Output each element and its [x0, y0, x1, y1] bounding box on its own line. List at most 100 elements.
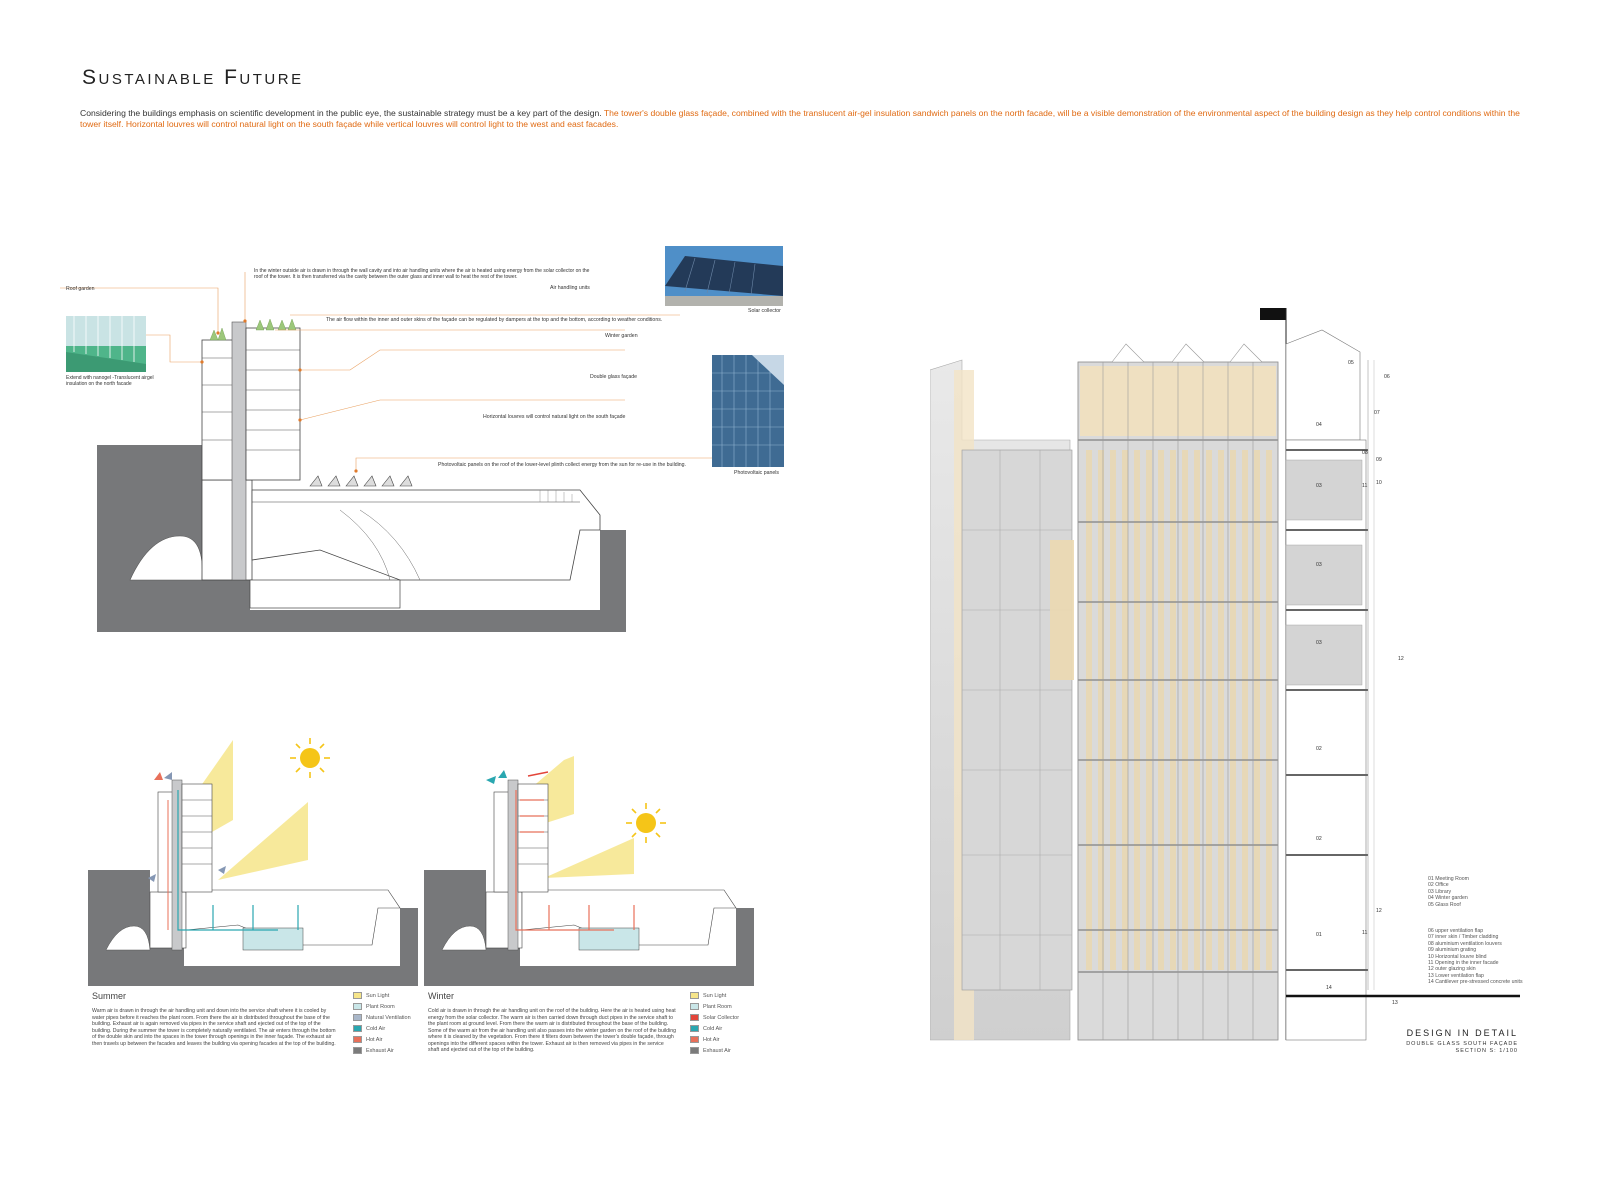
- vertical-louvre: [1206, 450, 1212, 970]
- main-section-drawing: [60, 272, 760, 632]
- vertical-louvre: [1110, 450, 1116, 970]
- floor-tag: 01: [1316, 932, 1322, 938]
- vertical-louvre: [1266, 450, 1272, 970]
- summer-text: Warm air is drawn in through the air han…: [92, 1008, 336, 1047]
- legend-item: Hot Air: [690, 1034, 739, 1045]
- summer-legend: Sun Light Plant Room Natural Ventilation…: [353, 990, 411, 1056]
- vertical-louvre: [1134, 450, 1140, 970]
- legend-swatch: [690, 1003, 699, 1010]
- legend-item: Plant Room: [690, 1001, 739, 1012]
- label-photovoltaic-panels: Photovoltaic panels: [734, 470, 779, 476]
- legend-swatch: [353, 1025, 362, 1032]
- floor-tag: 03: [1316, 640, 1322, 646]
- room-key-item: 01 Meeting Room: [1428, 876, 1469, 882]
- floor-tag: 03: [1316, 562, 1322, 568]
- legend-swatch: [353, 992, 362, 999]
- sun-icon: [290, 738, 330, 778]
- legend-item: Solar Collector: [690, 1012, 739, 1023]
- vertical-louvre: [1122, 450, 1128, 970]
- edge-tag: 09: [1376, 457, 1382, 463]
- legend-item: Exhaust Air: [690, 1045, 739, 1056]
- room-key-item: 02 Office: [1428, 882, 1449, 889]
- vertical-louvre: [1182, 450, 1188, 970]
- vertical-louvre: [1218, 450, 1224, 970]
- label-roof-garden: Roof garden: [66, 286, 95, 292]
- component-key-item: 09 aluminium grating: [1428, 947, 1477, 954]
- intro-paragraph: Considering the buildings emphasis on sc…: [80, 108, 1540, 130]
- intro-highlight: The tower's double glass façade, combine…: [80, 108, 1520, 129]
- component-key-item: 07 inner skin / Timber cladding: [1428, 934, 1499, 941]
- sun-icon: [626, 803, 666, 843]
- edge-tag: 12: [1398, 656, 1404, 662]
- detail-title: Design in Detail: [1406, 1028, 1518, 1038]
- vertical-louvre: [1254, 450, 1260, 970]
- legend-swatch: [690, 1014, 699, 1021]
- edge-tag: 07: [1374, 410, 1380, 416]
- component-key-item: 08 aluminium ventilation louvers: [1428, 940, 1502, 947]
- label-nanogel: Extend with nanogel -Translucent airgel …: [66, 375, 154, 387]
- label-double-glass: Double glass façade: [590, 374, 638, 380]
- legend-swatch: [353, 1014, 362, 1021]
- detail-subtitle: Double glass south façade: [1406, 1041, 1518, 1047]
- page-title: Sustainable Future: [82, 66, 304, 89]
- legend-swatch: [353, 1047, 362, 1054]
- legend-item: Exhaust Air: [353, 1045, 411, 1056]
- legend-swatch: [353, 1036, 362, 1043]
- edge-tag: 13: [1392, 1000, 1398, 1006]
- component-key-item: 13 Lower ventilation flap: [1428, 972, 1484, 979]
- legend-swatch: [690, 1025, 699, 1032]
- legend-swatch: [690, 1036, 699, 1043]
- summer-title: Summer: [92, 991, 127, 1001]
- label-horizontal-louvres: Horizontal louvres will control natural …: [483, 414, 626, 420]
- edge-tag: 11: [1362, 483, 1368, 489]
- nanogel-photo: [66, 316, 146, 372]
- winter-legend: Sun Light Plant Room Solar Collector Col…: [690, 990, 739, 1056]
- winter-text: Cold air is drawn in through the air han…: [428, 1008, 676, 1053]
- legend-item: Sun Light: [690, 990, 739, 1001]
- component-key-item: 06 upper ventilation flap: [1428, 928, 1484, 934]
- legend-item: Natural Ventilation: [353, 1012, 411, 1023]
- room-key: 01 Meeting Room 02 Office 03 Library 04 …: [1428, 876, 1469, 908]
- legend-swatch: [353, 1003, 362, 1010]
- vertical-louvre: [1242, 450, 1248, 970]
- edge-tag: 14: [1326, 985, 1332, 991]
- legend-swatch: [690, 1047, 699, 1054]
- component-key: 06 upper ventilation flap 07 inner skin …: [1428, 928, 1523, 986]
- component-key-item: 12 outer glazing skin: [1428, 966, 1476, 973]
- legend-item: Sun Light: [353, 990, 411, 1001]
- label-air-flow: The air flow within the inner and outer …: [326, 317, 663, 323]
- solar-collector-photo: [665, 246, 783, 306]
- label-solar-collector: Solar collector: [748, 308, 781, 314]
- vertical-louvre: [1146, 450, 1152, 970]
- component-key-item: 11 Opening in the inner facade: [1428, 960, 1499, 967]
- floor-tag: 04: [1316, 422, 1322, 428]
- vertical-louvre: [1098, 450, 1104, 970]
- legend-item: Cold Air: [353, 1023, 411, 1034]
- legend-item: Cold Air: [690, 1023, 739, 1034]
- floor-tag: 02: [1316, 836, 1322, 842]
- winter-diagram: [424, 756, 754, 986]
- component-key-item: 10 Horizontal louvre blind: [1428, 953, 1487, 960]
- edge-tag: 08: [1362, 450, 1368, 456]
- vertical-louvre: [1158, 450, 1164, 970]
- label-air-handling: Air handling units: [550, 285, 590, 291]
- room-key-item: 05 Glass Roof: [1428, 901, 1461, 908]
- photovoltaic-photo: [712, 355, 784, 467]
- vertical-louvre: [1086, 450, 1092, 970]
- detail-scale: Section S: 1/100: [1455, 1048, 1518, 1054]
- room-key-item: 04 Winter garden: [1428, 895, 1468, 902]
- intro-plain: Considering the buildings emphasis on sc…: [80, 108, 602, 118]
- winter-title: Winter: [428, 991, 455, 1001]
- legend-swatch: [690, 992, 699, 999]
- floor-tag: 02: [1316, 746, 1322, 752]
- component-key-item: 14 Cantilever pre-stressed concrete unit…: [1428, 979, 1523, 986]
- edge-tag: 11: [1362, 930, 1368, 936]
- edge-tag: 10: [1376, 480, 1382, 486]
- summer-diagram: [88, 738, 418, 986]
- edge-tag: 05: [1348, 360, 1354, 366]
- room-key-item: 03 Library: [1428, 888, 1452, 895]
- edge-tag: 12: [1376, 908, 1382, 914]
- vertical-louvre: [1194, 450, 1200, 970]
- vertical-louvre: [1170, 450, 1176, 970]
- edge-tag: 06: [1384, 374, 1390, 380]
